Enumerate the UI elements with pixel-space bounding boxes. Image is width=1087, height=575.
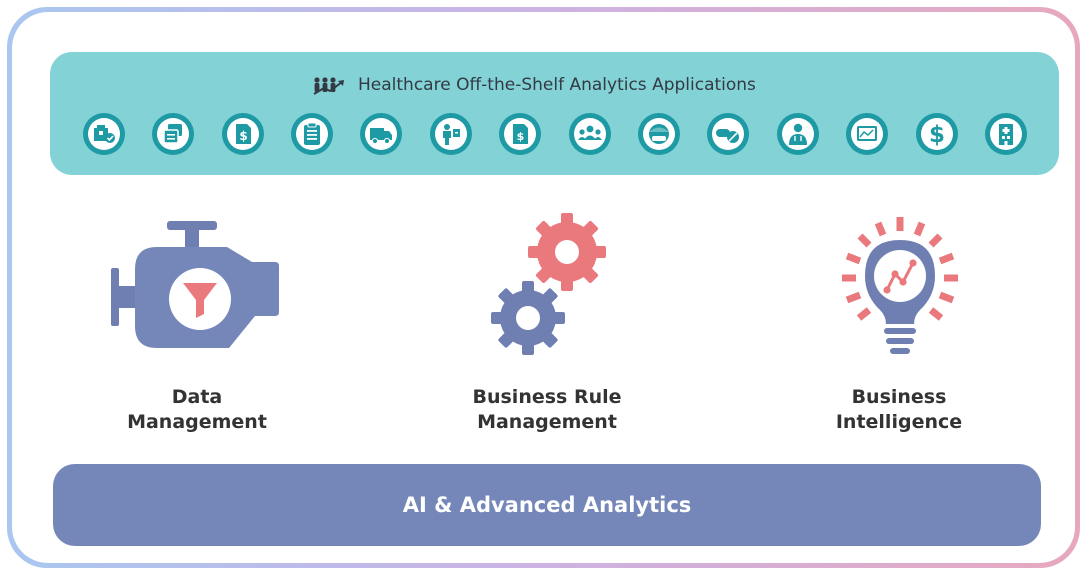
applications-title: Healthcare Off-the-Shelf Analytics Appli… (312, 70, 756, 100)
application-icon-row: $ $ (82, 112, 1028, 156)
financial-doc-icon[interactable]: $ (498, 112, 542, 156)
hospital-building-icon[interactable] (984, 112, 1028, 156)
pills-icon[interactable] (706, 112, 750, 156)
ai-analytics-label: AI & Advanced Analytics (402, 493, 692, 517)
billing-doc-icon[interactable]: $ (221, 112, 265, 156)
clipboard-icon[interactable] (290, 112, 334, 156)
growth-people-icon (313, 77, 344, 95)
gears-icon (491, 213, 606, 355)
patient-care-icon[interactable] (429, 112, 473, 156)
applications-band (50, 52, 1059, 175)
hospital-check-icon[interactable] (82, 112, 126, 156)
engine-filter-icon (111, 221, 279, 348)
svg-text:$: $ (517, 130, 525, 143)
dollar-icon[interactable]: $ (915, 112, 959, 156)
lightbulb-chart-icon (842, 217, 958, 354)
svg-text:$: $ (239, 129, 247, 143)
claims-docs-icon[interactable] (151, 112, 195, 156)
ai-analytics-band: AI & Advanced Analytics (53, 464, 1041, 546)
svg-text:$: $ (929, 122, 945, 148)
ambulance-icon[interactable] (359, 112, 403, 156)
physician-icon[interactable] (776, 112, 820, 156)
team-icon[interactable] (568, 112, 612, 156)
applications-title-text: Healthcare Off-the-Shelf Analytics Appli… (358, 75, 756, 95)
monitor-chart-icon[interactable] (845, 112, 889, 156)
surgeon-icon[interactable] (637, 112, 681, 156)
